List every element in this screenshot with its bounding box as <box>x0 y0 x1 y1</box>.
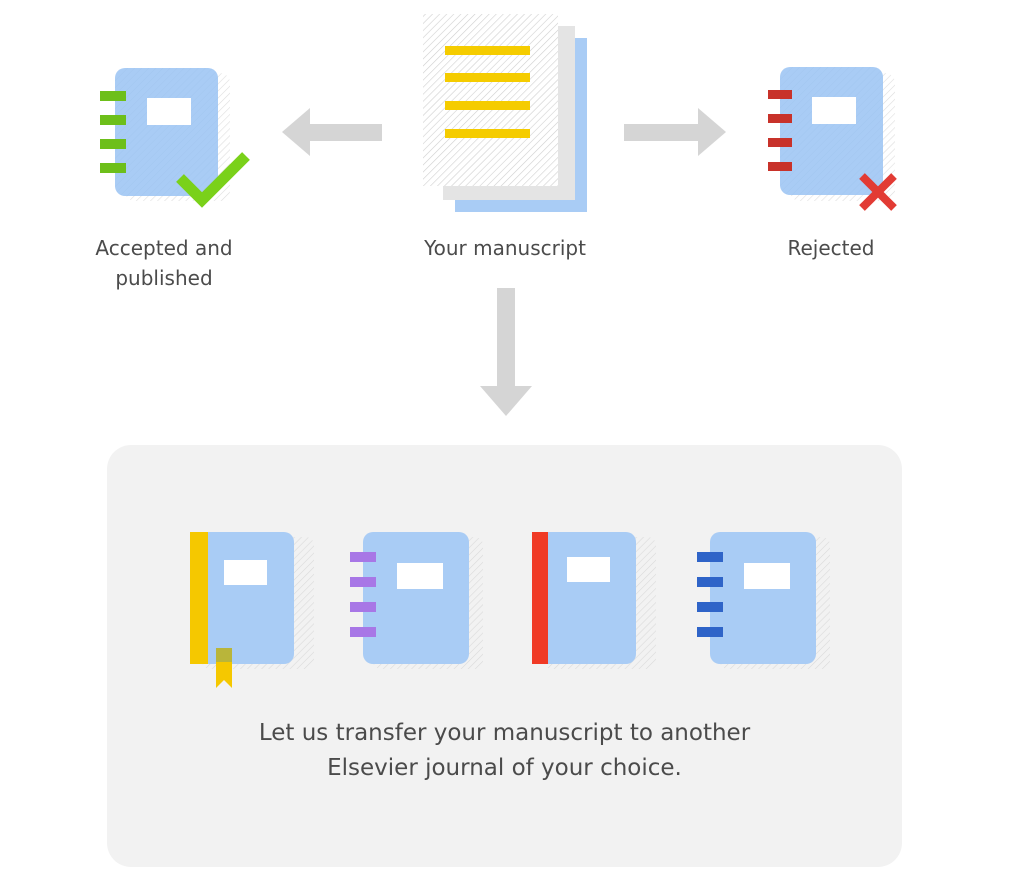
transfer-text-line1: Let us transfer your manuscript to anoth… <box>258 720 751 746</box>
accepted-label: Accepted and published <box>64 233 264 293</box>
cross-icon <box>856 171 900 213</box>
accepted-label-line2: published <box>115 266 213 290</box>
transfer-text: Let us transfer your manuscript to anoth… <box>107 716 902 786</box>
manuscript-label: Your manuscript <box>424 236 586 260</box>
arrow-right-icon <box>624 108 726 158</box>
transfer-text-line2: Elsevier journal of your choice. <box>327 755 682 781</box>
journal-bookmark-icon <box>188 530 318 695</box>
checkmark-icon <box>172 150 254 212</box>
manuscript-pages-icon <box>415 10 595 220</box>
journal-red-spine-icon <box>530 530 660 680</box>
accepted-label-line1: Accepted and <box>95 236 233 260</box>
arrow-left-icon <box>282 108 384 158</box>
arrow-down-icon <box>480 288 532 416</box>
journal-spiral-purple-icon <box>345 530 485 680</box>
notebook-rejected-icon <box>760 64 900 214</box>
rejected-label: Rejected <box>787 236 875 260</box>
journal-spiral-blue-icon <box>692 530 832 680</box>
notebook-accepted-icon <box>95 65 255 215</box>
